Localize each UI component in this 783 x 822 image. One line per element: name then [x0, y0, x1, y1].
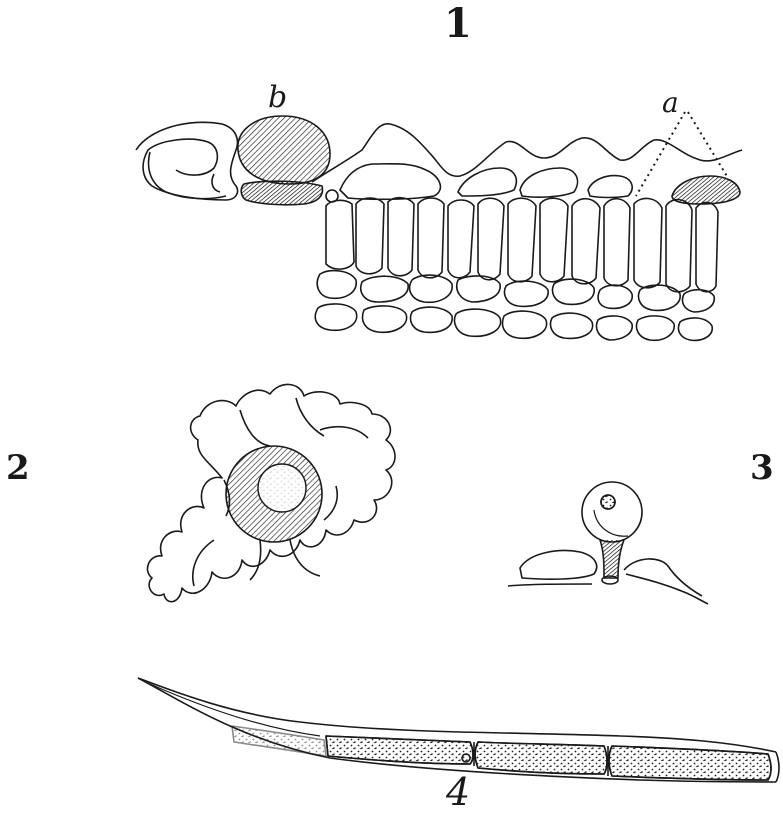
gland-head [582, 482, 642, 542]
figure-2-surface-view [147, 384, 395, 601]
letter-label-b: b [268, 80, 287, 115]
gland-b-body [238, 116, 330, 184]
figure-3-stalked-gland [508, 482, 708, 604]
figure-label-2: 2 [6, 448, 30, 488]
upper-epidermis [312, 124, 742, 182]
figure-4-hair [138, 678, 779, 782]
figure-label-1: 1 [444, 0, 472, 47]
gland-b-stalk [241, 181, 322, 205]
figure-label-3: 3 [750, 448, 774, 488]
palisade-layer [326, 198, 718, 292]
figure-1-leaf-section [136, 112, 742, 340]
letter-label-a: a [662, 86, 679, 119]
hair-cell-1 [232, 726, 326, 756]
hair-cell-4 [609, 746, 771, 780]
gland-stalk [600, 540, 624, 578]
figure-label-4: 4 [446, 770, 470, 814]
base-epidermis [520, 551, 597, 580]
epidermis-flap [136, 122, 238, 200]
